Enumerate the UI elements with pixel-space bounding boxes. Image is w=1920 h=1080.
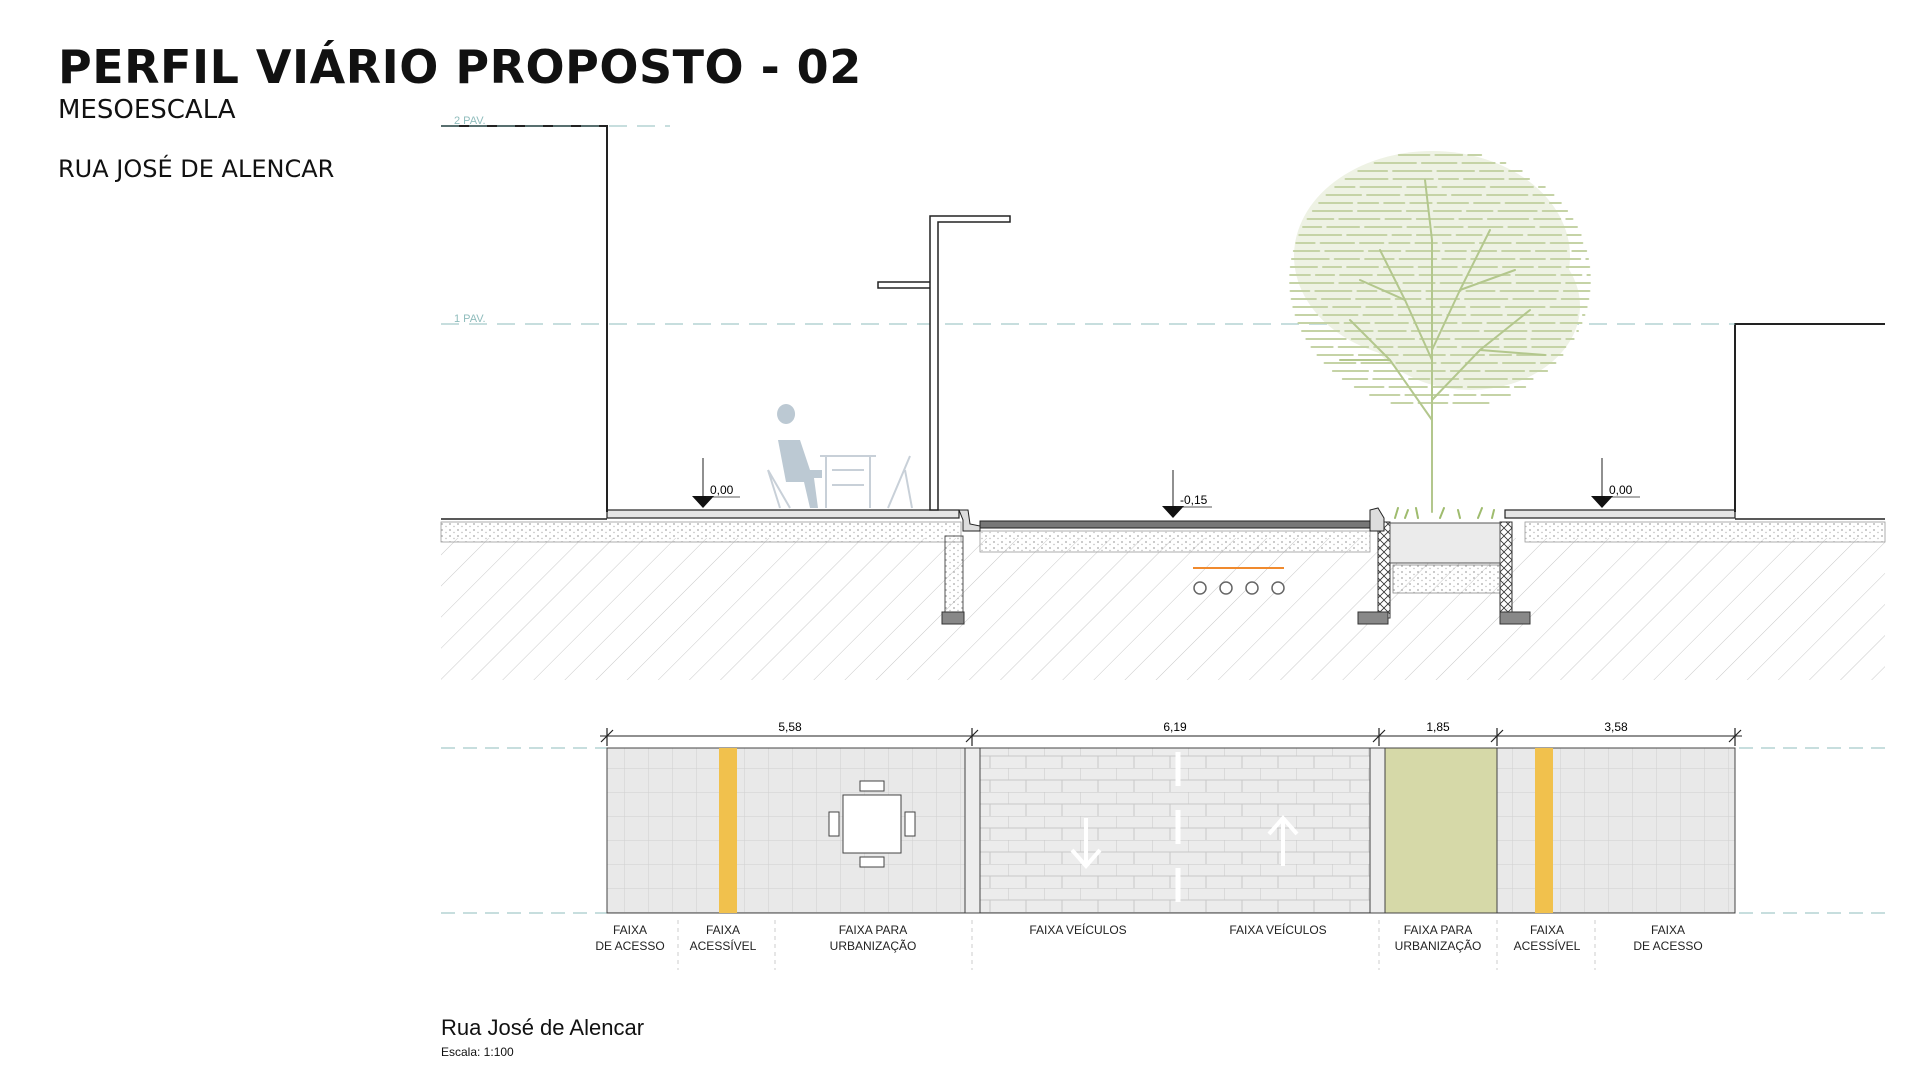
person-icon xyxy=(777,404,822,508)
zone-label: URBANIZAÇÃO xyxy=(1395,939,1482,953)
plan-sidewalk-right xyxy=(1496,747,1736,914)
svg-text:0,00: 0,00 xyxy=(710,483,734,497)
footing xyxy=(1499,611,1531,625)
subbase-road xyxy=(979,530,1371,553)
dimension-sidewalk-left: 5,58 xyxy=(778,720,802,734)
elevation-marker-road: -0,15 xyxy=(1162,470,1212,518)
planter-wall-right xyxy=(1499,521,1513,619)
zone-label: FAIXA xyxy=(613,923,647,937)
curb-left xyxy=(958,509,981,532)
plan-road xyxy=(979,747,1371,914)
sidewalk-pavement-left xyxy=(606,509,960,519)
road-asphalt xyxy=(979,520,1371,529)
zone-label: DE ACESSO xyxy=(595,939,664,953)
zone-label: FAIXA PARA xyxy=(839,923,907,937)
svg-text:-0,15: -0,15 xyxy=(1180,493,1208,507)
tree-icon xyxy=(1289,151,1591,519)
subbase-right xyxy=(1524,521,1886,543)
curb-right xyxy=(1369,507,1385,532)
dimension-planter: 1,85 xyxy=(1426,720,1450,734)
street-light-icon xyxy=(877,215,1011,511)
sidewalk-pavement-right xyxy=(1504,509,1736,519)
page-title: PERFIL VIÁRIO PROPOSTO - 02 xyxy=(58,40,862,94)
utility-pipes-icon xyxy=(1193,581,1285,595)
level-label-2pav: 2 PAV. xyxy=(454,115,486,127)
level-label-1pav: 1 PAV. xyxy=(454,313,486,325)
page-subtitle: MESOESCALA xyxy=(58,95,236,125)
zone-label: FAIXA xyxy=(1651,923,1685,937)
zone-label: FAIXA PARA xyxy=(1404,923,1472,937)
drawing-caption-scale: Escala: 1:100 xyxy=(441,1045,514,1059)
street-name: RUA JOSÉ DE ALENCAR xyxy=(58,155,335,183)
building-left xyxy=(441,125,608,512)
planter-wall-left xyxy=(1377,521,1391,619)
ground-hatch xyxy=(441,538,1885,680)
plan-tactile-strip-left xyxy=(719,748,737,913)
elevation-marker-left: 0,00 xyxy=(692,458,740,508)
planter-soil xyxy=(1392,564,1501,594)
footing xyxy=(941,611,965,625)
plan-curb-right xyxy=(1369,747,1386,914)
drawing-caption-name: Rua José de Alencar xyxy=(441,1015,645,1040)
elevation-marker-right: 0,00 xyxy=(1591,458,1640,508)
zone-label: DE ACESSO xyxy=(1633,939,1702,953)
planter-tree-pit xyxy=(1389,522,1501,564)
zone-label: FAIXA xyxy=(706,923,740,937)
building-right xyxy=(1734,323,1885,512)
curb-foundation-left xyxy=(944,535,964,619)
dimension-sidewalk-right: 3,58 xyxy=(1604,720,1628,734)
street-section: 2 PAV. 1 PAV. 0,00 -0,15 0,00 xyxy=(440,115,1886,680)
zone-label: FAIXA VEÍCULOS xyxy=(1029,922,1126,937)
dimension-road: 6,19 xyxy=(1163,720,1187,734)
subbase-left xyxy=(440,521,962,543)
plan-planter xyxy=(1384,747,1498,914)
plan-tactile-strip-right xyxy=(1535,748,1553,913)
plan-curb-left xyxy=(964,747,981,914)
zone-label: FAIXA xyxy=(1530,923,1564,937)
plan-table-icon xyxy=(828,780,916,868)
svg-text:0,00: 0,00 xyxy=(1609,483,1633,497)
cafe-table-icon xyxy=(767,455,913,509)
arrow-down-icon xyxy=(1070,818,1102,870)
arrow-up-icon xyxy=(1267,814,1299,866)
footing xyxy=(1357,611,1389,625)
zone-label: URBANIZAÇÃO xyxy=(830,939,917,953)
zone-label: ACESSÍVEL xyxy=(1514,938,1581,953)
zone-label: FAIXA VEÍCULOS xyxy=(1229,922,1326,937)
zone-label: ACESSÍVEL xyxy=(690,938,757,953)
